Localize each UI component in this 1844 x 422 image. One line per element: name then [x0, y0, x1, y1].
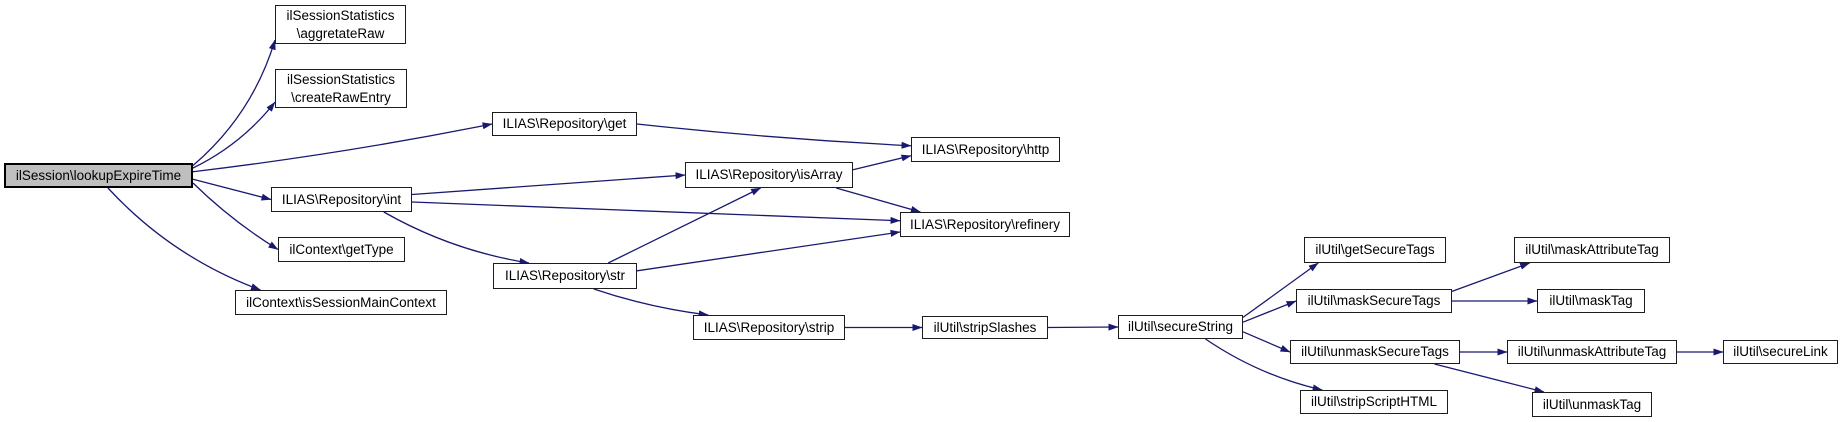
node-create-raw-entry[interactable]: ilSessionStatistics\createRawEntry — [275, 69, 407, 108]
edge-secure-string-to-mask-secure-tags — [1242, 300, 1297, 323]
node-label-line: ILIAS\Repository\str — [504, 268, 626, 284]
node-label-line: ilUtil\secureString — [1127, 319, 1234, 335]
edge-lookup-expire-time-to-get-type — [192, 182, 279, 251]
node-strip-slashes[interactable]: ilUtil\stripSlashes — [922, 316, 1048, 339]
edge-lookup-expire-time-to-aggretate-raw — [192, 39, 276, 166]
node-repo-strip[interactable]: ILIAS\Repository\strip — [693, 315, 845, 340]
node-label-line: ILIAS\Repository\isArray — [695, 167, 843, 183]
node-label-line: ILIAS\Repository\int — [281, 191, 402, 207]
node-is-session-main-context[interactable]: ilContext\isSessionMainContext — [235, 290, 447, 315]
node-repo-int[interactable]: ILIAS\Repository\int — [271, 187, 412, 212]
node-unmask-secure-tags[interactable]: ilUtil\unmaskSecureTags — [1290, 340, 1460, 364]
edge-lookup-expire-time-to-repo-get — [192, 122, 493, 173]
node-get-secure-tags[interactable]: ilUtil\getSecureTags — [1304, 237, 1446, 263]
node-lookup-expire-time: ilSession\lookupExpireTime — [4, 163, 193, 188]
edge-repo-is-array-to-repo-http — [852, 154, 912, 171]
edge-strip-slashes-to-secure-string — [1047, 323, 1119, 331]
edge-repo-str-to-repo-is-array — [607, 187, 762, 264]
node-label-line: ilUtil\stripSlashes — [933, 319, 1037, 335]
node-get-type[interactable]: ilContext\getType — [278, 237, 405, 262]
node-strip-script-html[interactable]: ilUtil\stripScriptHTML — [1300, 390, 1448, 414]
edge-unmask-secure-tags-to-unmask-tag — [1434, 363, 1545, 394]
edge-lookup-expire-time-to-is-session-main-context — [107, 187, 261, 291]
edge-repo-int-to-repo-is-array — [411, 172, 686, 196]
node-label-line: ilUtil\secureLink — [1733, 344, 1828, 360]
node-aggretate-raw[interactable]: ilSessionStatistics\aggretateRaw — [275, 5, 406, 44]
node-label-line: ilUtil\maskAttributeTag — [1525, 242, 1659, 258]
node-label-line: ilContext\getType — [289, 241, 394, 257]
edge-lookup-expire-time-to-create-raw-entry — [192, 101, 276, 169]
edge-repo-get-to-repo-http — [636, 123, 912, 149]
node-label-line: ilSessionStatistics — [286, 8, 395, 24]
edge-mask-secure-tags-to-mask-attribute-tag — [1451, 262, 1531, 293]
node-label-line: \aggretateRaw — [296, 25, 385, 41]
edge-repo-int-to-repo-str — [383, 211, 530, 265]
node-label-line: ILIAS\Repository\http — [921, 141, 1050, 157]
edge-lookup-expire-time-to-repo-int — [192, 178, 272, 201]
node-label-line: ilSession\lookupExpireTime — [15, 167, 182, 183]
node-label-line: ilUtil\getSecureTags — [1315, 242, 1435, 258]
edge-repo-int-to-repo-refinery — [411, 201, 901, 224]
edge-repo-str-to-repo-strip — [593, 288, 709, 318]
node-label-line: ilUtil\maskTag — [1549, 293, 1633, 309]
node-repo-http[interactable]: ILIAS\Repository\http — [911, 137, 1060, 162]
node-mask-tag[interactable]: ilUtil\maskTag — [1537, 289, 1645, 313]
node-mask-attribute-tag[interactable]: ilUtil\maskAttributeTag — [1514, 237, 1670, 263]
node-mask-secure-tags[interactable]: ilUtil\maskSecureTags — [1296, 289, 1452, 313]
node-repo-str[interactable]: ILIAS\Repository\str — [493, 263, 637, 289]
edge-secure-string-to-get-secure-tags — [1242, 262, 1319, 318]
node-label-line: ilUtil\unmaskSecureTags — [1301, 344, 1449, 360]
node-repo-refinery[interactable]: ILIAS\Repository\refinery — [900, 212, 1070, 237]
node-label-line: ilSessionStatistics — [286, 72, 396, 88]
node-label-line: ilContext\isSessionMainContext — [246, 294, 436, 310]
node-label-line: ilUtil\unmaskAttributeTag — [1517, 344, 1667, 360]
node-label-line: ilUtil\maskSecureTags — [1307, 293, 1441, 309]
node-unmask-attribute-tag[interactable]: ilUtil\unmaskAttributeTag — [1507, 340, 1677, 364]
node-secure-string[interactable]: ilUtil\secureString — [1118, 315, 1243, 339]
node-label-line: ILIAS\Repository\refinery — [909, 216, 1061, 232]
edge-secure-string-to-unmask-secure-tags — [1242, 331, 1291, 353]
node-label-line: ilUtil\stripScriptHTML — [1310, 394, 1437, 410]
edge-repo-str-to-repo-refinery — [636, 229, 901, 272]
node-label-line: ILIAS\Repository\strip — [703, 319, 835, 335]
node-unmask-tag[interactable]: ilUtil\unmaskTag — [1532, 392, 1652, 417]
node-label-line: \createRawEntry — [291, 89, 391, 105]
edge-secure-string-to-strip-script-html — [1205, 338, 1323, 392]
node-label-line: ILIAS\Repository\get — [502, 116, 627, 132]
node-secure-link[interactable]: ilUtil\secureLink — [1723, 340, 1838, 364]
node-repo-get[interactable]: ILIAS\Repository\get — [492, 112, 637, 136]
edge-repo-is-array-to-repo-refinery — [836, 187, 921, 213]
node-label-line: ilUtil\unmaskTag — [1542, 396, 1642, 412]
node-repo-is-array[interactable]: ILIAS\Repository\isArray — [685, 162, 853, 188]
